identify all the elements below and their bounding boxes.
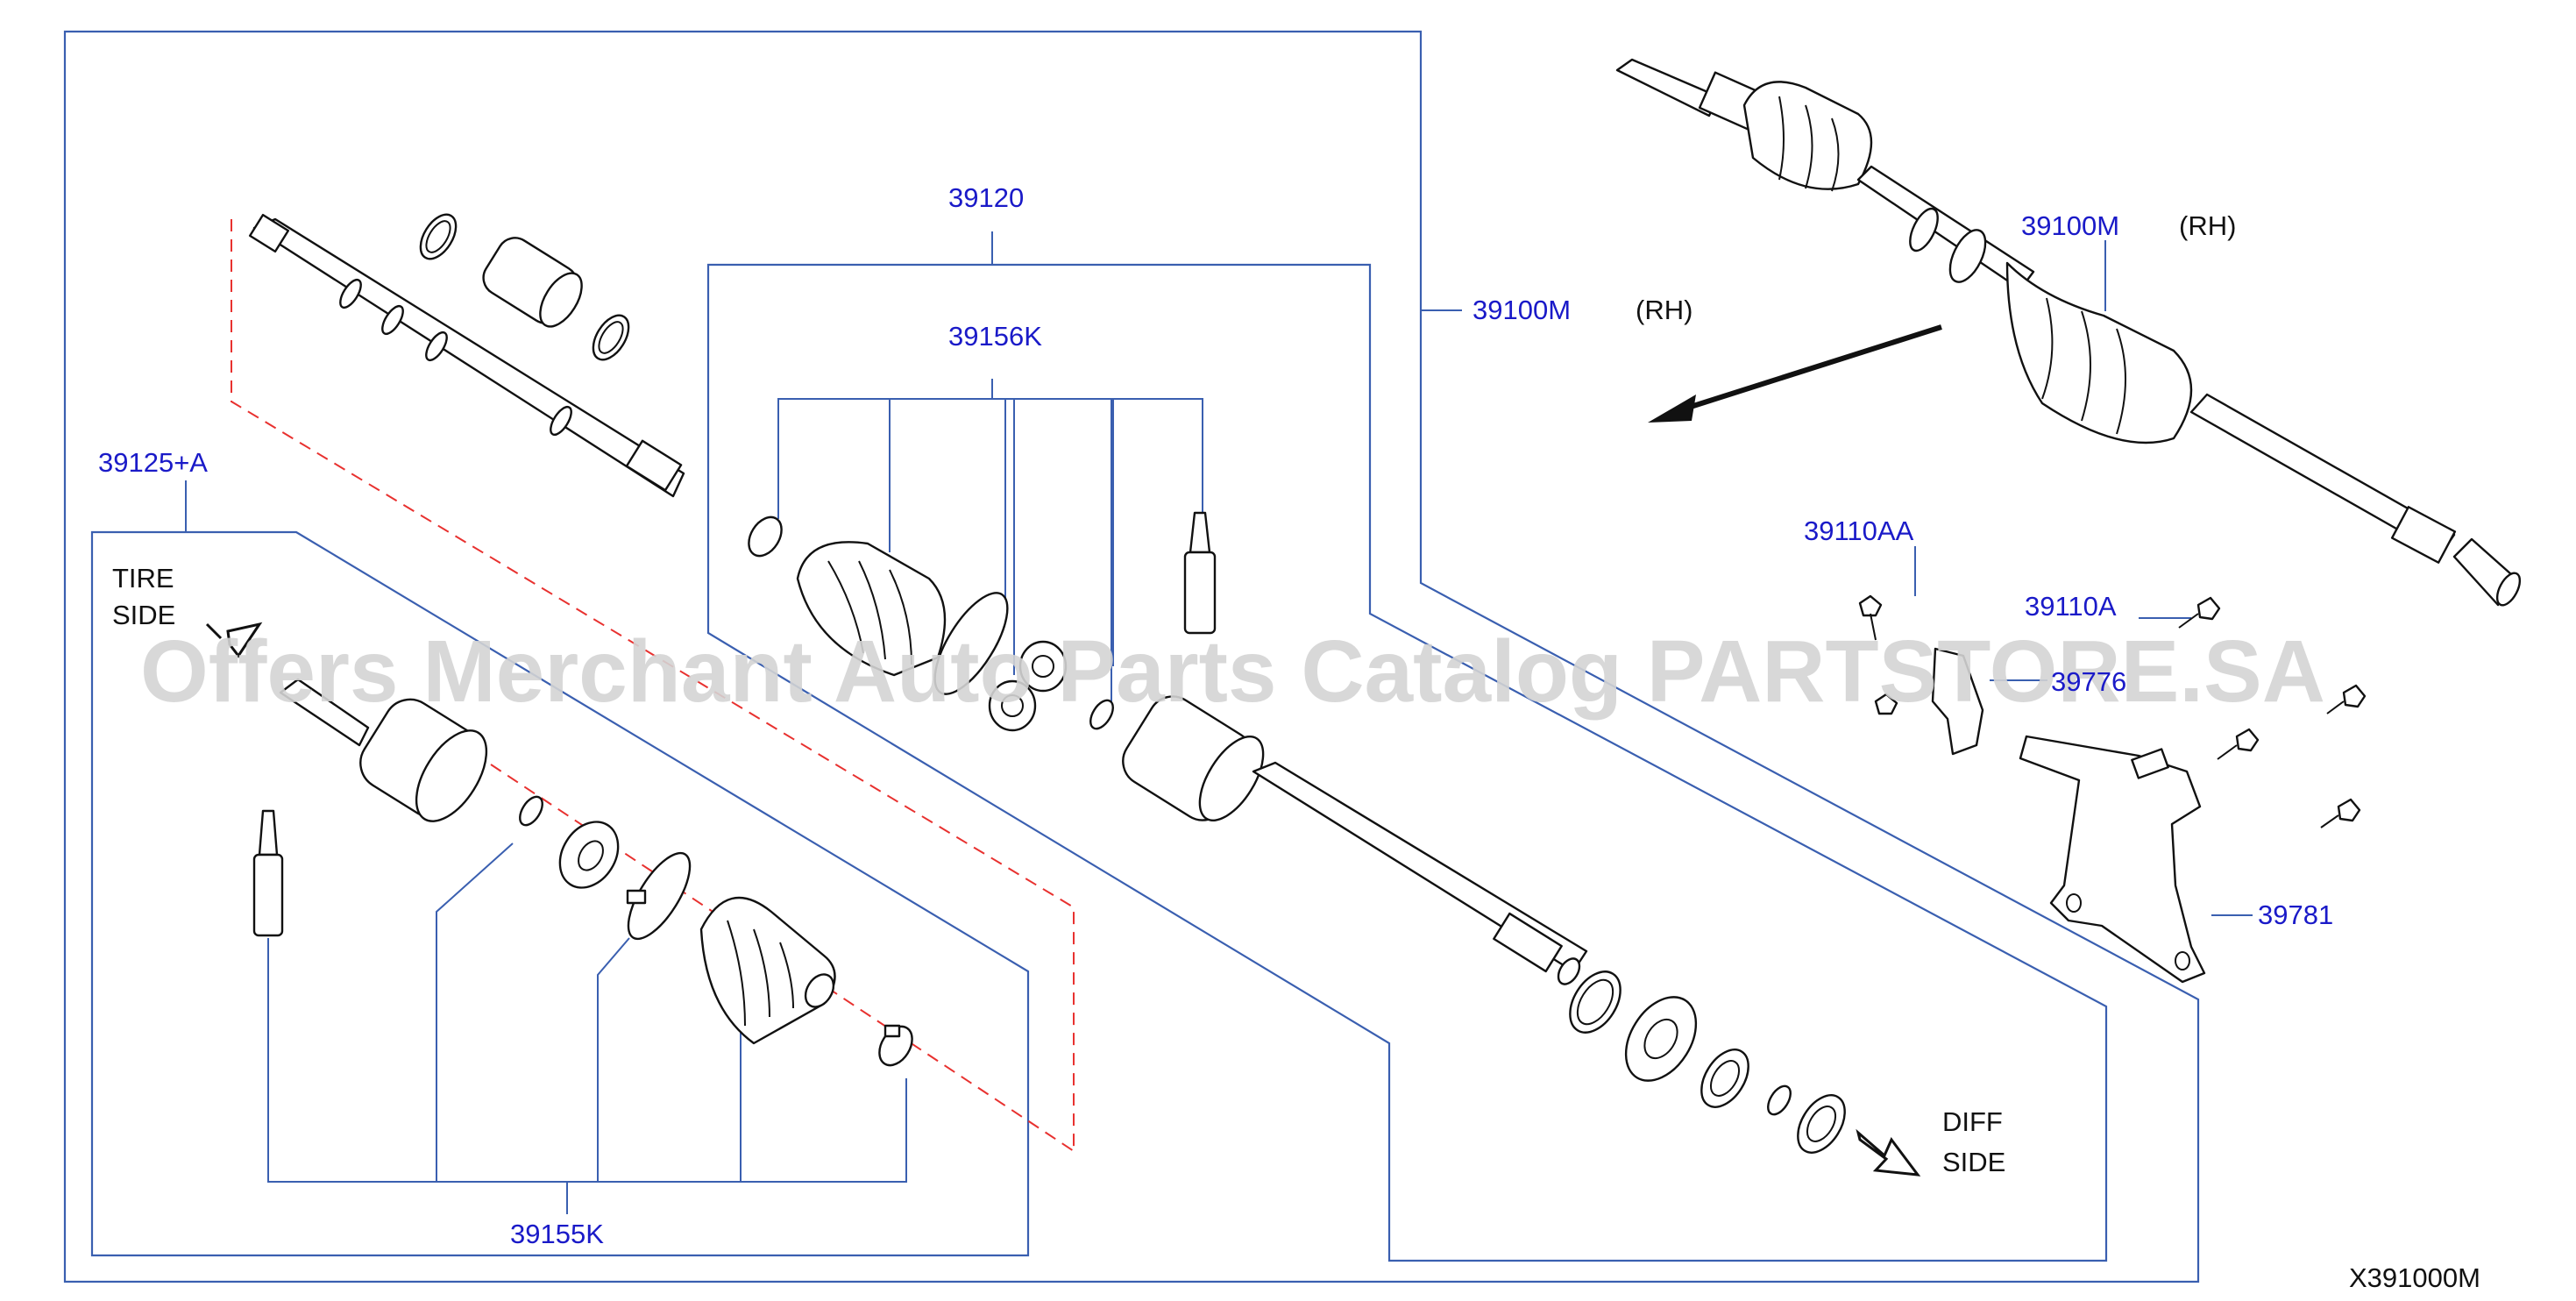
part-number-39120[interactable]: 39120 — [948, 182, 1024, 213]
part-number-39156k[interactable]: 39156K — [948, 321, 1042, 352]
tire-side-label-line1: TIRE — [112, 563, 174, 594]
part-number-39125a[interactable]: 39125+A — [98, 447, 208, 478]
ring-upper-left[interactable] — [414, 209, 464, 265]
snap-ring-center[interactable] — [1086, 696, 1118, 732]
part-number-39100m-assy[interactable]: 39100M — [2021, 210, 2119, 241]
rh-label-main: (RH) — [1636, 295, 1692, 325]
rh-label-assy: (RH) — [2179, 210, 2236, 241]
bolt-bracket-left[interactable] — [1874, 693, 1898, 715]
tripod-joint-part[interactable] — [988, 640, 1068, 732]
axis-dash-shaft — [231, 219, 1075, 1151]
leaders-39156k — [777, 379, 1203, 710]
inner-race-left[interactable] — [548, 811, 629, 899]
seal-diff-outer[interactable] — [1788, 1087, 1854, 1161]
diff-side-label-line2: SIDE — [1942, 1147, 2005, 1177]
diff-side-arrow-icon — [1856, 1128, 1921, 1177]
diagram-id: X391000M — [2349, 1262, 2480, 1293]
outer-joint-housing-part[interactable] — [279, 678, 500, 833]
watermark-text: Offers Merchant Auto Parts Catalog PARTS… — [140, 622, 2325, 721]
snap-ring-diff-small[interactable] — [1763, 1082, 1795, 1118]
part-number-39100m-main[interactable]: 39100M — [1473, 295, 1571, 325]
snap-ring-left[interactable] — [515, 793, 547, 828]
inner-boot-part[interactable] — [796, 541, 947, 677]
ring-lower-left[interactable] — [586, 309, 636, 366]
outer-boot-part[interactable] — [699, 896, 839, 1045]
leaders-39155k — [267, 842, 907, 1214]
diff-side-label-line1: DIFF — [1942, 1106, 2003, 1137]
tire-side-label-line2: SIDE — [112, 600, 175, 630]
tire-side-arrow-icon — [205, 622, 263, 658]
group-frame-39120 — [706, 263, 2108, 1262]
assembly-frame-39100m — [63, 30, 2200, 1283]
dynamic-damper-part[interactable] — [477, 231, 590, 334]
part-number-39110aa[interactable]: 39110AA — [1804, 515, 1914, 546]
bracket-39781[interactable] — [2019, 735, 2206, 984]
part-number-39776[interactable]: 39776 — [2051, 666, 2126, 697]
boot-band-large-center[interactable] — [921, 582, 1021, 704]
bolt-bracket-right-upper[interactable] — [2326, 684, 2367, 714]
group-frame-39125a — [90, 530, 1030, 1257]
grease-tube-center[interactable] — [1183, 511, 1217, 635]
direction-arrow — [1648, 324, 1942, 423]
grease-tube-left[interactable] — [252, 809, 284, 937]
boot-band-small-center[interactable] — [742, 511, 789, 562]
seal-diff-large[interactable] — [1692, 1042, 1757, 1115]
boot-band-small-left[interactable] — [873, 1020, 919, 1071]
inner-shaft-part[interactable] — [248, 213, 685, 498]
plate-39776[interactable] — [1931, 647, 1984, 756]
boot-band-large-left[interactable] — [617, 844, 702, 948]
axle-assembly-part[interactable] — [1615, 58, 2524, 608]
snap-ring-diff[interactable] — [1560, 963, 1631, 1042]
part-number-39155k[interactable]: 39155K — [510, 1219, 604, 1249]
inner-housing-shaft-part[interactable] — [1114, 687, 1588, 988]
bolt-bracket-right-lower[interactable] — [2320, 798, 2361, 828]
bolt-39110aa[interactable] — [1858, 594, 1883, 641]
bolt-39110a-upper[interactable] — [2178, 596, 2221, 629]
bolt-bracket-right-mid[interactable] — [2217, 728, 2260, 760]
bearing-diff[interactable] — [1612, 985, 1711, 1093]
part-number-39781[interactable]: 39781 — [2258, 899, 2333, 930]
part-number-39110a[interactable]: 39110A — [2025, 591, 2117, 622]
